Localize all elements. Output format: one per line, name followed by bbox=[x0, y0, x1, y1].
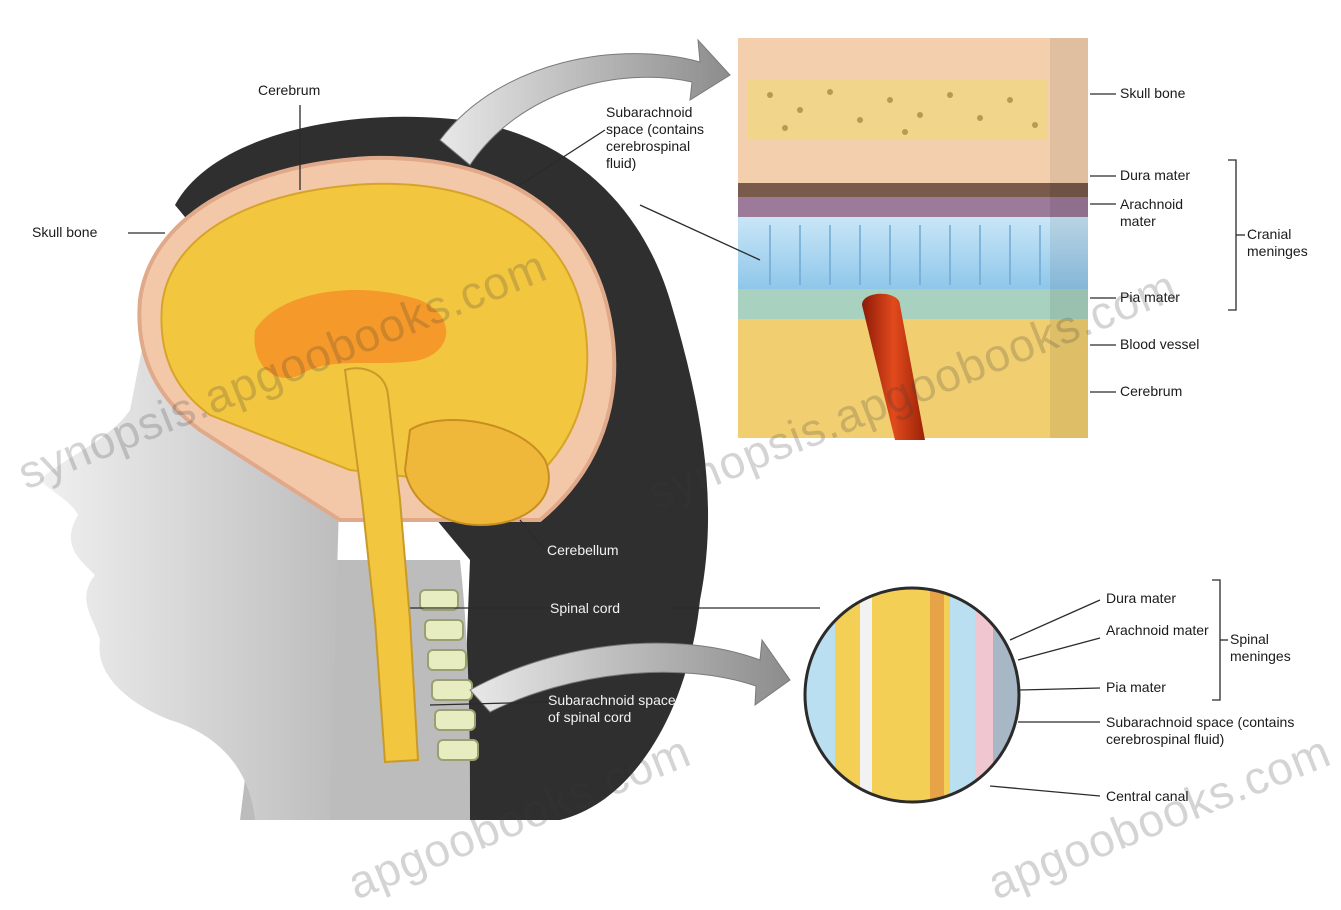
label-inset-cerebrum: Cerebrum bbox=[1120, 383, 1182, 400]
inset-csf-layer bbox=[738, 217, 1088, 289]
label-spinal-cord: Spinal cord bbox=[550, 600, 620, 617]
label-inset-blood-vessel: Blood vessel bbox=[1120, 336, 1199, 353]
label-inset-dura: Dura mater bbox=[1120, 167, 1190, 184]
label-skull-bone-left: Skull bone bbox=[32, 224, 97, 241]
inset-arachnoid-layer bbox=[738, 197, 1088, 217]
inset-dura-layer bbox=[738, 183, 1088, 197]
label-spinal-pia: Pia mater bbox=[1106, 679, 1166, 696]
label-cerebellum: Cerebellum bbox=[547, 542, 619, 559]
label-subarachnoid-spinal: Subarachnoid space of spinal cord bbox=[548, 692, 686, 726]
label-cerebrum-top: Cerebrum bbox=[258, 82, 320, 99]
label-spinal-dura: Dura mater bbox=[1106, 590, 1176, 607]
label-inset-arachnoid: Arachnoid mater bbox=[1120, 196, 1220, 230]
label-subarachnoid-head: Subarachnoid space (contains cerebrospin… bbox=[606, 104, 706, 172]
label-spinal-meninges: Spinal meninges bbox=[1230, 631, 1330, 665]
label-spinal-arachnoid: Arachnoid mater bbox=[1106, 622, 1210, 639]
spinal-meninges-inset bbox=[800, 585, 1030, 805]
label-cranial-meninges: Cranial meninges bbox=[1247, 226, 1337, 260]
label-inset-skull-bone: Skull bone bbox=[1120, 85, 1185, 102]
